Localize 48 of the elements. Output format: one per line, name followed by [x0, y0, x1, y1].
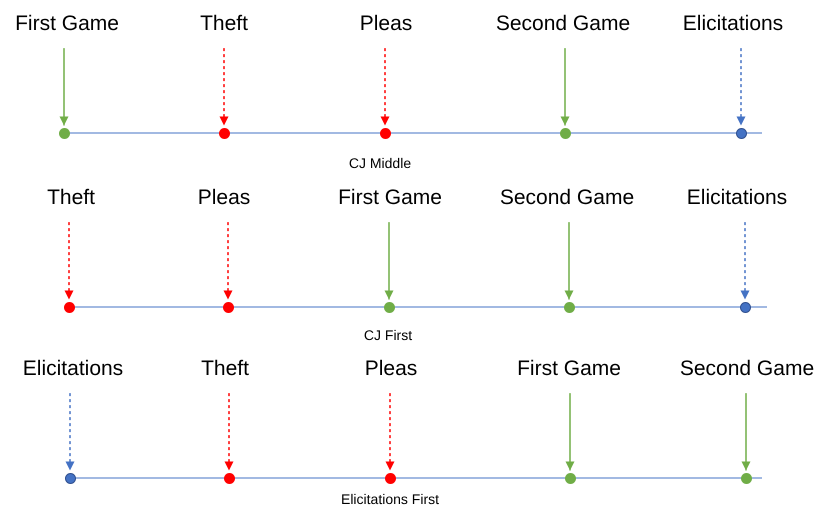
- timeline-dot: [58, 128, 70, 138]
- timeline-dot: [64, 302, 74, 312]
- arrow: [224, 393, 234, 470]
- timeline-dot: [222, 302, 234, 312]
- event-label: First Game: [15, 12, 119, 36]
- event-label: Pleas: [364, 357, 418, 382]
- timeline-dot: [740, 302, 750, 312]
- arrow: [64, 222, 74, 300]
- timeline-dot: [218, 128, 230, 138]
- event-label: Second Game: [496, 12, 630, 36]
- arrow: [386, 393, 394, 470]
- arrow: [224, 222, 232, 300]
- timeline-dot: [736, 128, 746, 138]
- event-label: Elicitations: [682, 12, 784, 36]
- event-label: Second Game: [680, 357, 814, 382]
- arrow: [384, 222, 394, 300]
- arrow: [66, 393, 74, 470]
- arrow: [564, 222, 574, 300]
- event-label: Elicitations: [686, 186, 788, 210]
- timeline-dot: [64, 472, 76, 484]
- timeline-dot: [384, 302, 394, 312]
- arrow: [740, 222, 750, 300]
- timeline-caption: Elicitations First: [340, 491, 440, 508]
- arrow: [742, 393, 750, 470]
- arrow: [60, 48, 68, 126]
- timeline-dot: [224, 472, 234, 484]
- event-label: Pleas: [198, 186, 250, 210]
- event-label: Theft: [201, 357, 249, 382]
- timeline-dot: [564, 472, 576, 484]
- timeline-dot: [740, 472, 752, 484]
- event-label: First Game: [517, 357, 621, 382]
- timeline-caption: CJ First: [364, 327, 412, 344]
- event-label: First Game: [338, 186, 442, 210]
- timeline-dot: [380, 128, 390, 138]
- arrow: [220, 48, 228, 126]
- timeline-caption: CJ Middle: [348, 155, 412, 172]
- arrow: [560, 48, 570, 126]
- event-label: Pleas: [360, 12, 412, 36]
- timeline-dot: [384, 472, 396, 484]
- arrow: [736, 48, 746, 126]
- arrow: [566, 393, 574, 470]
- event-label: Second Game: [500, 186, 634, 210]
- event-label: Theft: [47, 186, 95, 210]
- event-label: Theft: [200, 12, 248, 36]
- arrow: [380, 48, 390, 126]
- timeline-dot: [564, 302, 574, 312]
- event-label: Elicitations: [22, 357, 124, 382]
- timeline-dot: [560, 128, 570, 138]
